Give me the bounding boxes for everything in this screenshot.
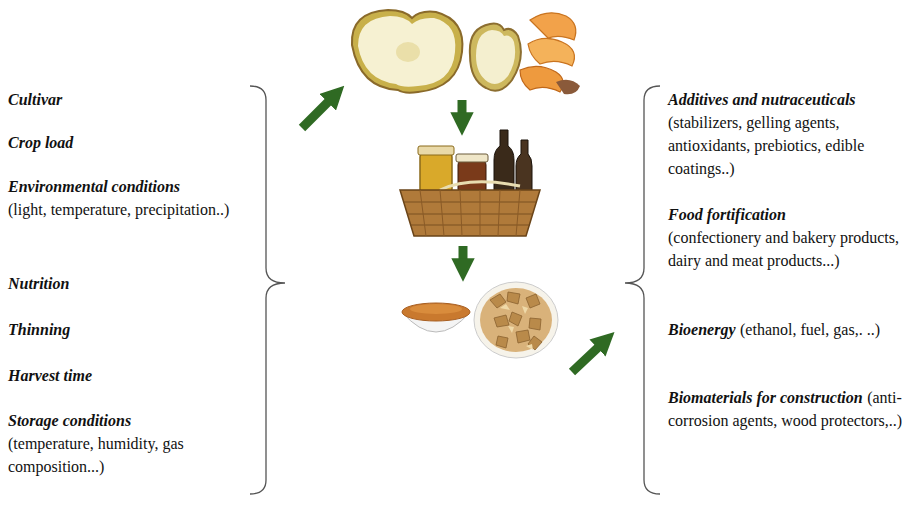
dried-apple-flakes (474, 282, 558, 358)
label-group: Food fortification(confectionery and bak… (668, 203, 904, 272)
factor-heading: Additives and nutraceuticals (668, 88, 904, 111)
detail-text: (light, temperature, precipitation..) (8, 198, 244, 221)
factor-heading: Storage conditions (8, 409, 244, 432)
factor-heading: Nutrition (8, 272, 244, 295)
factor-heading: Harvest time (8, 364, 244, 387)
label-group: Bioenergy(ethanol, fuel, gas,. ..) (668, 318, 904, 341)
label-group: Cultivar (8, 88, 244, 111)
basket-with-jars (400, 130, 540, 236)
factor-heading: Crop load (8, 131, 244, 154)
factor-heading: Biomaterials for construction (668, 389, 863, 406)
label-group: Thinning (8, 318, 244, 341)
factor-heading: Environmental conditions (8, 175, 244, 198)
right-brace (625, 86, 660, 494)
flow-arrows (302, 94, 606, 372)
label-group: Storage conditions(temperature, humidity… (8, 409, 244, 478)
label-group: Crop load (8, 131, 244, 154)
factor-heading: Cultivar (8, 88, 244, 111)
left-brace (250, 86, 285, 494)
factor-heading: Thinning (8, 318, 244, 341)
apple-peel (520, 13, 580, 95)
factor-heading: Bioenergy (668, 321, 736, 338)
label-group: Harvest time (8, 364, 244, 387)
detail-text: (temperature, humidity, gas composition.… (8, 432, 244, 478)
label-group: Nutrition (8, 272, 244, 295)
detail-text: (ethanol, fuel, gas,. ..) (740, 321, 880, 338)
label-group: Additives and nutraceuticals(stabilizers… (668, 88, 904, 180)
factor-heading: Food fortification (668, 203, 904, 226)
detail-text: (confectionery and bakery products, dair… (668, 226, 904, 272)
label-group: Environmental conditions(light, temperat… (8, 175, 244, 221)
detail-text: (stabilizers, gelling agents, antioxidan… (668, 111, 904, 180)
powder-bowl (402, 303, 470, 332)
label-group: Biomaterials for construction(anti-corro… (668, 386, 904, 432)
apple-halves (352, 10, 521, 93)
